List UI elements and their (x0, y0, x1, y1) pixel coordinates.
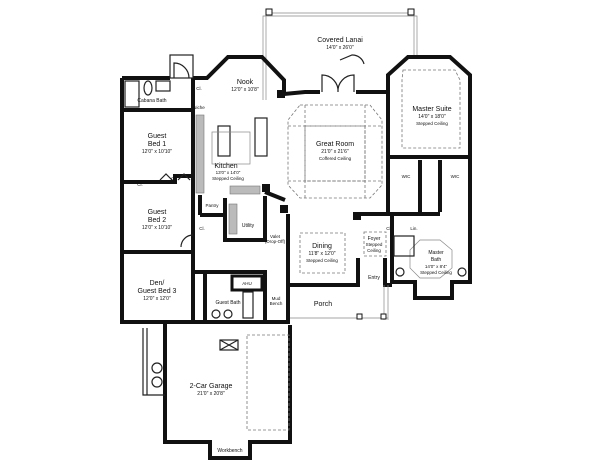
dining-size: 11'8" x 12'0" (308, 251, 335, 257)
guest-bed2-label-1: Guest (148, 209, 167, 216)
great-room-size: 21'0" x 21'6" (321, 149, 349, 155)
valet-label-2: (Drop-Off) (265, 239, 286, 244)
closet-label: Cl. (137, 182, 143, 187)
garage-label: 2-Car Garage (190, 383, 233, 390)
master-suite-size: 14'0" x 18'0" (418, 114, 446, 120)
workbench-label: Workbench (217, 448, 242, 454)
den-label-1: Den/ (150, 280, 165, 287)
dining-label: Dining (312, 243, 332, 250)
master-bath-note: Stepped Ceiling (420, 270, 452, 275)
closet-label: Cl. (196, 86, 202, 91)
guest-bed2-size: 12'0" x 10'10" (142, 225, 172, 231)
wic1-label: WIC (402, 174, 411, 179)
master-bath-size: 14'0" x 8'4" (425, 264, 448, 269)
kitchen-label: Kitchen (214, 163, 237, 170)
guest-bed2-label-2: Bed 2 (148, 217, 166, 224)
den-label-2: Guest Bed 3 (138, 288, 177, 295)
cabana-bath: Cabana Bath Niche Cl. (124, 54, 205, 110)
master-bath-label-1: Master (428, 250, 444, 256)
linen-label: Lin. (410, 226, 417, 231)
master-bath-label-2: Bath (431, 257, 442, 263)
kitchen: Kitchen 13'0" x 14'0" Stepped Ceiling (195, 114, 268, 195)
guest-bed1-size: 12'0" x 10'10" (142, 149, 172, 155)
pantry-label: Pantry (205, 203, 219, 208)
kitchen-size: 13'0" x 14'0" (216, 170, 241, 175)
nook-label: Nook (237, 79, 254, 86)
lanai-master-door[interactable] (339, 54, 365, 65)
bed2-door[interactable] (180, 234, 194, 248)
master-suite-note: Stepped Ceiling (416, 121, 448, 126)
nook-size: 12'0" x 10'8" (231, 87, 259, 93)
dining-note: Stepped Ceiling (306, 258, 338, 263)
walls (120, 55, 472, 460)
guest-bed1-label-1: Guest (148, 133, 167, 140)
covered-lanai: Covered Lanai 14'0" x 26'0" (262, 8, 418, 100)
lanai-label: Covered Lanai (317, 37, 363, 44)
entry-label: Entry (368, 275, 380, 281)
lanai-french-doors[interactable] (321, 74, 355, 93)
closet-doors[interactable] (159, 173, 191, 181)
valet-label-1: Valet (270, 234, 281, 239)
great-room-note: Coffered Ceiling (319, 156, 352, 161)
great-room-label: Great Room (316, 141, 354, 148)
mud-bench-label-2: Bench (270, 301, 283, 306)
porch-label: Porch (314, 301, 332, 308)
foyer-note2: Ceiling (367, 248, 381, 253)
lanai-size: 14'0" x 26'0" (326, 45, 354, 51)
garage-size: 21'0" x 20'8" (197, 391, 225, 397)
wic2-label: WIC (451, 174, 460, 179)
guest-bed1-label-2: Bed 1 (148, 141, 166, 148)
foyer-note1: Stepped (366, 242, 383, 247)
closet-label: Cl. (386, 226, 392, 231)
kitchen-note: Stepped Ceiling (212, 176, 244, 181)
guest-bath-label: Guest Bath (215, 300, 240, 306)
den-size: 12'0" x 12'0" (143, 296, 171, 302)
closet-label: Cl. (199, 226, 205, 231)
great-room: Great Room 21'0" x 21'6" Coffered Ceilin… (287, 104, 383, 199)
utility-label: Utility (242, 223, 255, 229)
closet-label: Cl. (171, 176, 177, 181)
mud-bench-label-1: Mud (272, 296, 281, 301)
niche-label: Niche (193, 105, 205, 110)
ahu-label: AHU (242, 281, 252, 286)
foyer-label: Foyer (368, 236, 381, 242)
master-suite-label: Master Suite (412, 106, 451, 113)
cabana-bath-label: Cabana Bath (137, 98, 166, 104)
